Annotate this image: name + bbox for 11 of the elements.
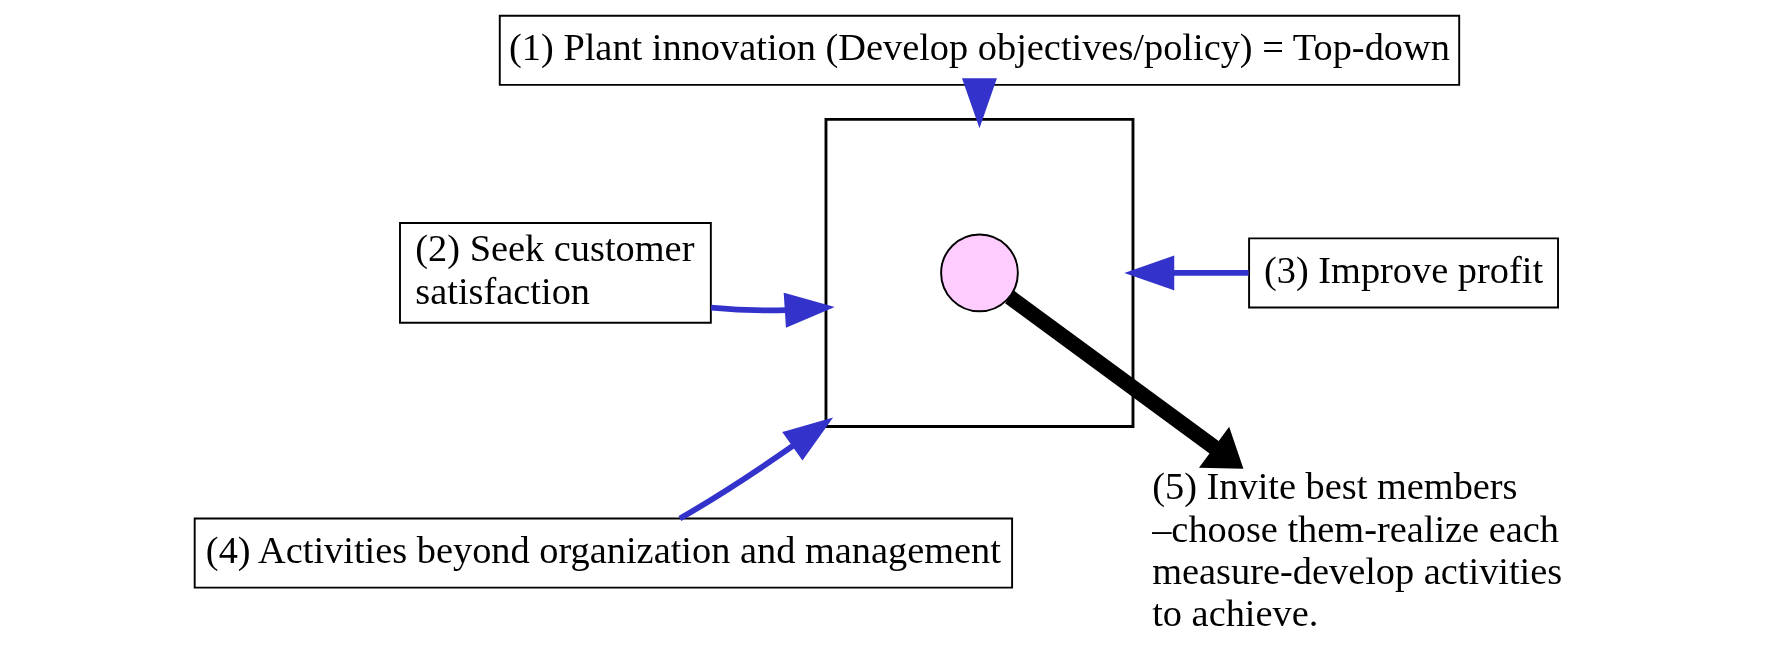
- arrow: [678, 417, 834, 521]
- arrow: [1124, 255, 1249, 291]
- node-circle: [940, 233, 1019, 313]
- node-text: (5) Invite best members –choose them-realize each measure-develop activities to achieve.: [1152, 465, 1563, 634]
- cluster: [824, 118, 1135, 428]
- node-box: (2) Seek customer satisfaction: [399, 222, 712, 324]
- arrow: [1005, 290, 1244, 469]
- node-box: (3) Improve profit: [1248, 237, 1559, 309]
- arrow: [710, 292, 835, 328]
- node-box: (4) Activities beyond organization and management: [193, 517, 1014, 589]
- arrow: [962, 78, 997, 129]
